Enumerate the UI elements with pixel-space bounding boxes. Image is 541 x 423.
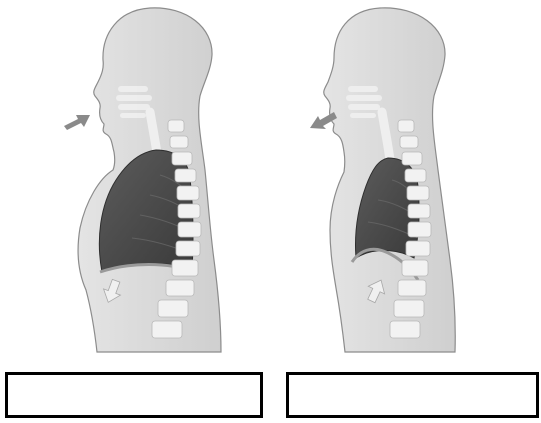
arrow-in-icon xyxy=(64,115,90,130)
answer-box-exhalation[interactable] xyxy=(286,372,539,418)
answer-box-inhalation[interactable] xyxy=(5,372,263,418)
exhalation-panel xyxy=(310,8,455,352)
inhalation-panel xyxy=(64,8,221,352)
